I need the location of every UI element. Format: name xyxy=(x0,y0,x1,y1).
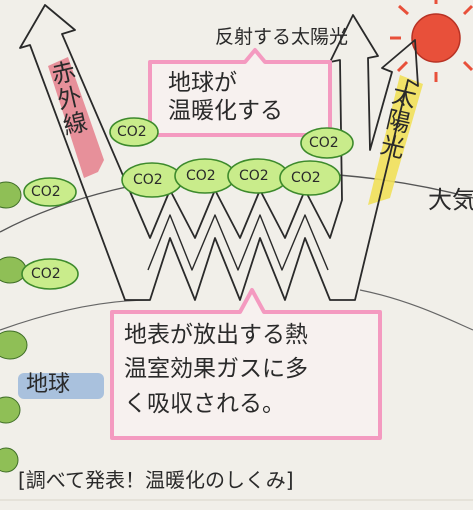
infrared-highlight xyxy=(48,57,104,178)
sunlight-highlight xyxy=(368,75,423,205)
footer-title: [調べて発表！温暖化のしくみ] xyxy=(18,468,294,492)
heat-flow-arrows xyxy=(19,4,419,301)
warming-note-box xyxy=(148,48,332,137)
co2-bubbles xyxy=(21,117,354,290)
co2-label: CO2 xyxy=(31,184,61,200)
absorption-line-3: く吸収される。 xyxy=(124,391,285,417)
co2-label: CO2 xyxy=(133,172,163,188)
earth-inner-curve-right xyxy=(359,289,473,331)
reflected-sunlight-label: 反射する太陽光 xyxy=(215,26,349,48)
co2-label: CO2 xyxy=(31,266,61,282)
co2-label: CO2 xyxy=(239,168,269,184)
co2-label: CO2 xyxy=(117,124,147,140)
earth-label: 地球 xyxy=(26,372,71,397)
co2-label: CO2 xyxy=(186,168,216,184)
co2-label: CO2 xyxy=(291,170,321,186)
absorption-line-1: 地表が放出する熱 xyxy=(124,322,308,348)
leaf-icon xyxy=(0,181,28,473)
absorption-line-2: 温室効果ガスに多 xyxy=(124,356,308,382)
absorption-note-box xyxy=(110,288,382,440)
earth-label-highlight xyxy=(18,373,104,399)
atmosphere-label: 大気 xyxy=(428,186,473,214)
global-warming-line-1: 地球が xyxy=(168,70,237,96)
co2-label: CO2 xyxy=(309,135,339,151)
reradiated-heat-zigzag xyxy=(147,214,329,271)
global-warming-line-2: 温暖化する xyxy=(168,98,283,124)
sun-icon xyxy=(390,0,473,82)
